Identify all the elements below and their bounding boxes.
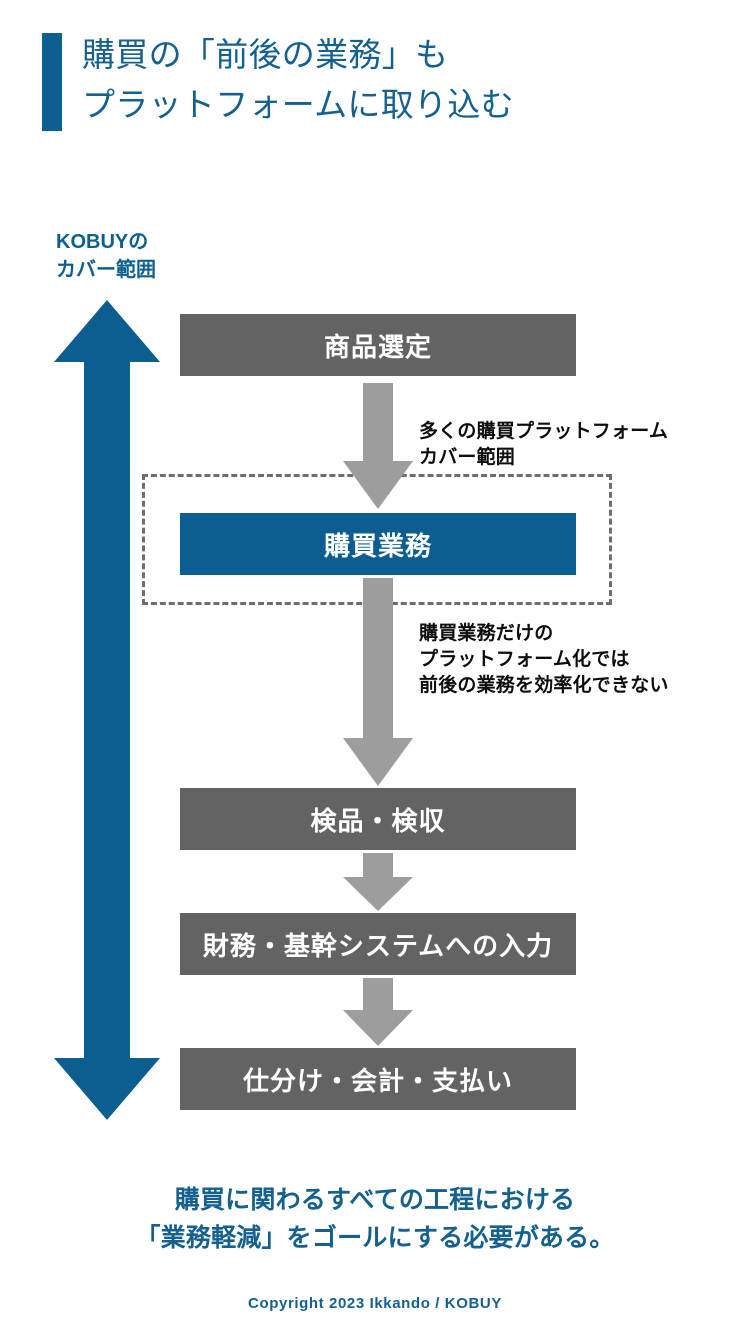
process-box-inspection[interactable]: 検品・検収 (180, 788, 576, 850)
process-box-accounting[interactable]: 仕分け・会計・支払い (180, 1048, 576, 1110)
flow-arrow-down-4-icon (343, 978, 413, 1046)
flow-arrow-down-3-icon (343, 853, 413, 911)
title-accent-bar (42, 33, 62, 131)
process-box-product-selection[interactable]: 商品選定 (180, 314, 576, 376)
footer-copyright: Copyright 2023 Ikkando / KOBUY (248, 1295, 502, 1312)
annotation-platform-coverage: 多くの購買プラットフォーム カバー範囲 (419, 421, 669, 469)
page-title: 購買の「前後の業務」も プラットフォームに取り込む (82, 36, 514, 124)
flow-arrow-down-1-icon (343, 383, 413, 509)
annotation-platform-limitation: 購買業務だけの プラットフォーム化では 前後の業務を効率化できない (419, 623, 669, 697)
conclusion-text: 購買に関わるすべての工程における 「業務軽減」をゴールにする必要がある。 (135, 1186, 615, 1252)
coverage-double-arrow-icon (52, 300, 162, 1120)
process-box-system-input[interactable]: 財務・基幹システムへの入力 (180, 913, 576, 975)
flow-arrow-down-2-icon (343, 578, 413, 786)
title-block: 購買の「前後の業務」も プラットフォームに取り込む (42, 30, 702, 135)
process-box-purchasing[interactable]: 購買業務 (180, 513, 576, 575)
coverage-label: KOBUYの カバー範囲 (56, 231, 156, 282)
